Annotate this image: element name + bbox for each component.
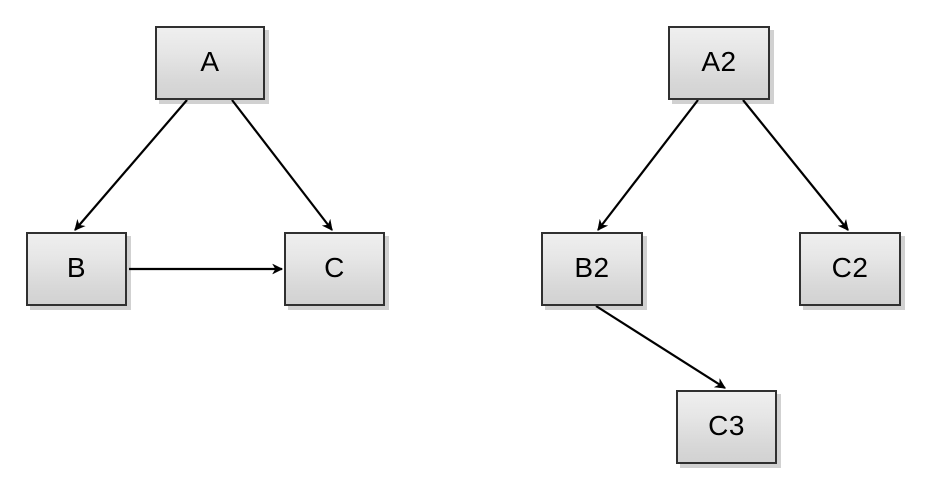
- edge-a2-to-b2: [597, 99, 699, 230]
- edge-a-to-b: [74, 99, 188, 230]
- node-b-label: B: [66, 252, 87, 283]
- node-b2[interactable]: B2: [541, 232, 643, 306]
- node-c2[interactable]: C2: [799, 232, 901, 306]
- node-a2-label: A2: [701, 46, 737, 77]
- node-c3-label: C3: [708, 410, 745, 441]
- node-b[interactable]: B: [26, 232, 127, 306]
- node-c[interactable]: C: [284, 232, 385, 306]
- node-b2-label: B2: [574, 252, 610, 283]
- node-a2[interactable]: A2: [668, 26, 770, 100]
- edge-a2-to-c2: [742, 99, 849, 230]
- node-c3[interactable]: C3: [676, 390, 777, 464]
- node-c2-label: C2: [831, 252, 869, 283]
- node-a[interactable]: A: [155, 26, 265, 100]
- node-c-label: C: [324, 252, 345, 283]
- node-a-label: A: [200, 46, 220, 77]
- edge-b2-to-c3: [595, 305, 725, 389]
- edge-a-to-c: [231, 99, 333, 230]
